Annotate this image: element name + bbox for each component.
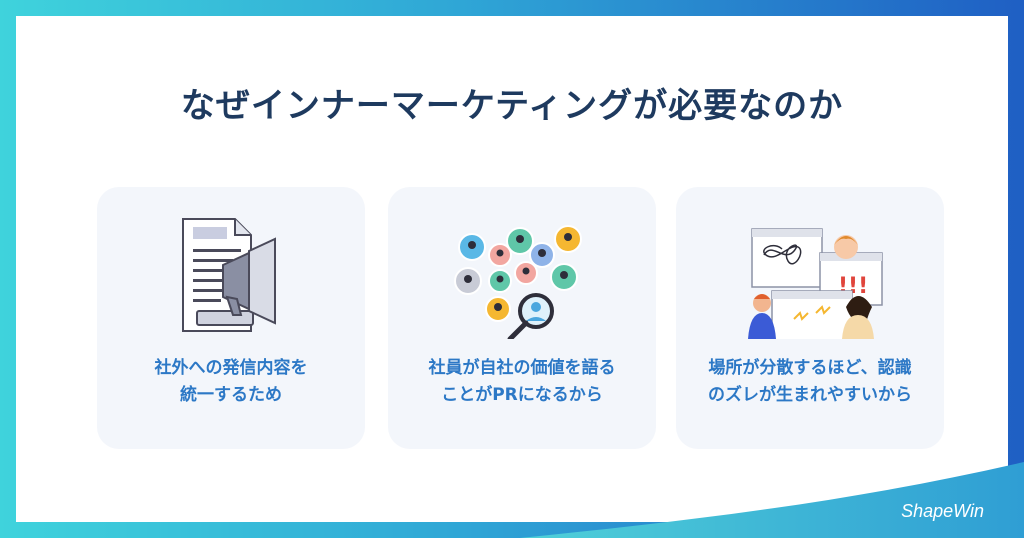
reason-caption-2: 社員が自社の価値を語る ことがPRになるから bbox=[428, 358, 616, 405]
page-title: なぜインナーマーケティングが必要なのか bbox=[180, 86, 844, 126]
reason-card-2: 社員が自社の価値を語る ことがPRになるから bbox=[388, 187, 656, 449]
reason-card-1: 社外への発信内容を 統一するため bbox=[97, 187, 365, 449]
reason-caption-1: 社外への発信内容を 統一するため bbox=[154, 358, 308, 405]
confused-team-icon: !!! bbox=[748, 228, 883, 339]
reason-card-3: !!! 場所が分散するほど、認識 のズレが生まれやすいから bbox=[676, 187, 944, 449]
megaphone-document-icon bbox=[182, 218, 276, 332]
reason-caption-3: 場所が分散するほど、認識 のズレが生まれやすいから bbox=[708, 358, 912, 405]
shapewin-logo: ShapeWin bbox=[901, 501, 984, 521]
people-search-icon bbox=[454, 225, 582, 339]
